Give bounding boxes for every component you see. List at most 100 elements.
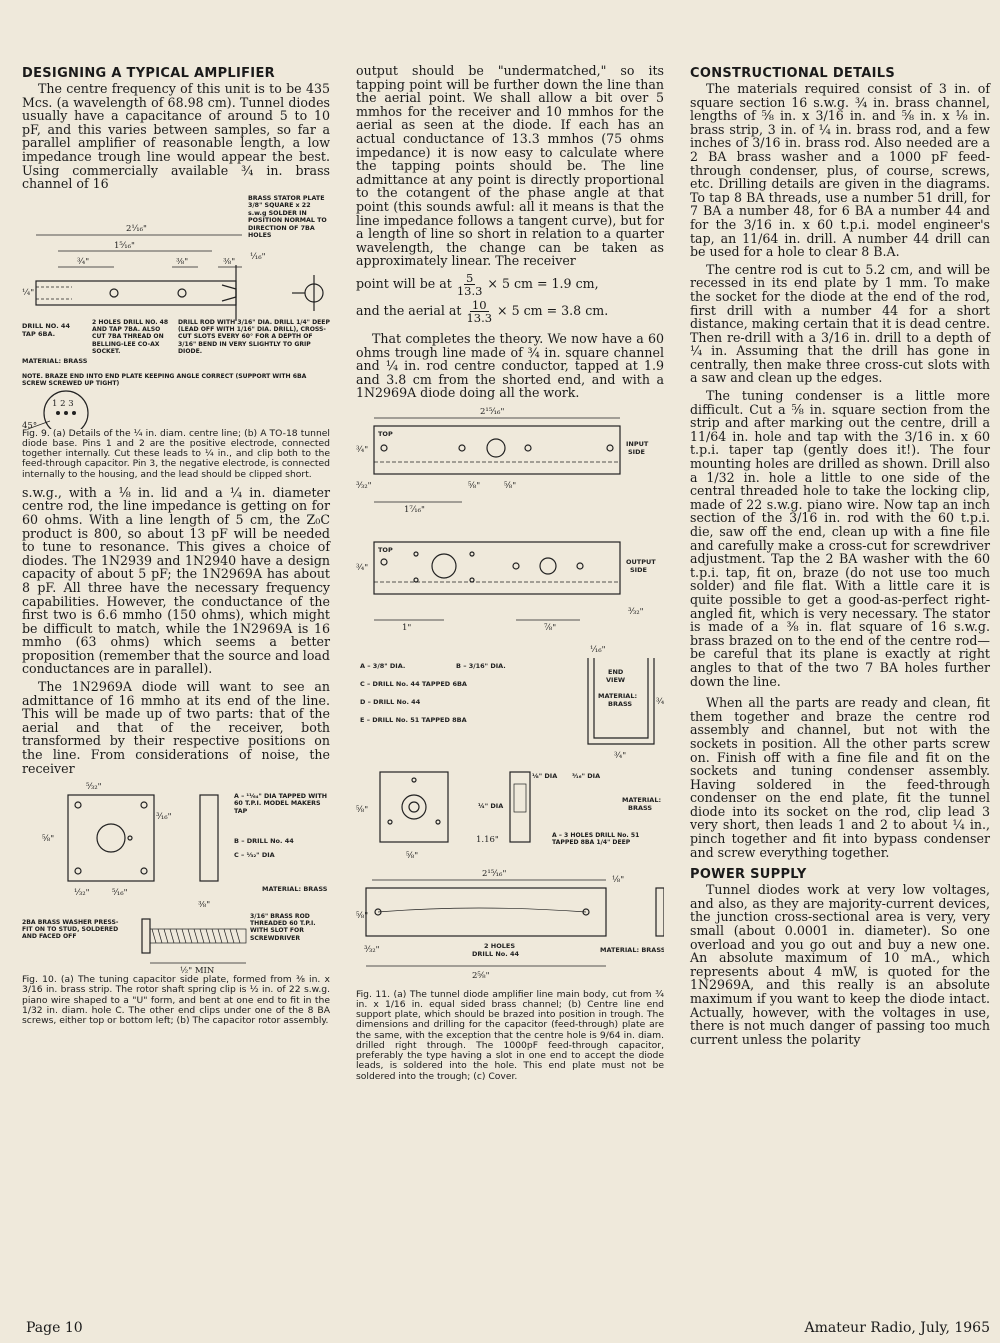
fig9-label-holes: 2 HOLES DRILL NO. 48 AND TAP 7BA. ALSO C… bbox=[92, 318, 169, 355]
fig11-mat-brass: MATERIAL:BRASS bbox=[622, 796, 661, 812]
fig11-dim-7-8: ⅞" bbox=[544, 623, 556, 633]
fig11-dim-len: 2¹⁵⁄₁₆" bbox=[480, 407, 504, 417]
fig10-dim-3-8: ⅜" bbox=[198, 900, 210, 910]
fig11-cover-len: 2¹⁵⁄₁₆" bbox=[482, 869, 506, 879]
col3-paragraph-4: When all the parts are ready and clean, … bbox=[690, 695, 990, 860]
column-3: CONSTRUCTIONAL DETAILS The materials req… bbox=[690, 64, 990, 1050]
footer-publication: Amateur Radio, July, 1965 bbox=[804, 1320, 990, 1336]
heading-constructional: CONSTRUCTIONAL DETAILS bbox=[690, 66, 895, 81]
fig11-dim-3-32: ³⁄₃₂" bbox=[356, 481, 372, 491]
fig11-dim-58b: ⅝" bbox=[504, 481, 516, 491]
col1-paragraph-2: s.w.g., with a ⅛ in. lid and a ¼ in. dia… bbox=[22, 484, 330, 677]
fig10-dim-3-16: ³⁄₁₆" bbox=[156, 812, 172, 822]
fig9-dim-2: ¾" bbox=[77, 256, 89, 267]
fig10-label-material: MATERIAL: BRASS bbox=[262, 885, 328, 893]
fig11-dia-18: ⅛" DIA bbox=[532, 772, 557, 780]
fig9-dim-4: ⅜" bbox=[223, 257, 235, 267]
eq1-den: 13.3 bbox=[456, 283, 483, 298]
column-2: output should be "undermatched," so its … bbox=[356, 64, 664, 1088]
fig11-end-dim-side: ¾" bbox=[656, 696, 664, 707]
fig11-legend-e: E – DRILL No. 51 TAPPED 8BA bbox=[360, 716, 467, 724]
fig11-dia-14: ¼" DIA bbox=[478, 802, 503, 810]
fig10-label-b: B – DRILL No. 44 bbox=[234, 837, 294, 845]
fig10-caption: Fig. 10. (a) The tuning capacitor side p… bbox=[22, 974, 330, 1027]
fig10-label-rod: 3/16" BRASS ROD THREADED 60 T.P.I. WITH … bbox=[250, 913, 316, 942]
fig11-end-dim-top: ⅟₁₆" bbox=[590, 645, 606, 655]
fig10-label-a: A – ¹¹⁄₆₄" DIA TAPPED WITH 60 T.P.I. MOD… bbox=[234, 793, 328, 816]
fig11-caption: Fig. 11. (a) The tunnel diode amplifier … bbox=[356, 988, 664, 1082]
col3-paragraph-2: The centre rod is cut to 5.2 cm, and wil… bbox=[690, 261, 990, 386]
fig9-stator-label: BRASS STATOR PLATE 3/8" SQUARE x 22 s.w.… bbox=[248, 194, 327, 239]
fig10-label-c: C – ¹⁄₃₂" DIA bbox=[234, 851, 275, 859]
fig11-b-dim-5-8-b: ⅝" bbox=[406, 851, 418, 861]
fig11-end-dim-bottom: ¾" bbox=[614, 750, 626, 761]
eq2-den: 13.3 bbox=[466, 310, 493, 325]
fig11-top-1: TOP bbox=[378, 430, 393, 438]
fig10-dim-1-32: ¹⁄₃₂" bbox=[74, 888, 90, 898]
column-1: DESIGNING A TYPICAL AMPLIFIER The centre… bbox=[22, 64, 330, 1032]
fig9-dim-6: ⅟₁₆" bbox=[250, 252, 266, 262]
eq2-num: 10 bbox=[469, 297, 489, 312]
col3-paragraph-3: The tuning condenser is a little more di… bbox=[690, 388, 990, 689]
eq1-fraction: 5 13.3 bbox=[455, 272, 485, 297]
fig11-cover-3-32: ³⁄₃₂" bbox=[364, 945, 380, 955]
heading-designing: DESIGNING A TYPICAL AMPLIFIER bbox=[22, 66, 275, 81]
fig11-dim-1: 1" bbox=[402, 623, 411, 633]
fig11-legend-b: B – 3/16" DIA. bbox=[456, 662, 506, 670]
fig11-cover-1-8: ⅛" bbox=[612, 875, 624, 885]
fig9-dim-5: ¼" bbox=[22, 287, 34, 298]
eq1-pre: point will be at bbox=[356, 276, 452, 292]
equation-receiver: point will be at 5 13.3 × 5 cm = 1.9 cm, bbox=[356, 272, 664, 297]
fig9-dim-top: 2⅟₁₆" bbox=[126, 224, 147, 234]
fig11-legend-d: D – DRILL No. 44 bbox=[360, 698, 421, 706]
fig11-legend-a: A – 3/8" DIA. bbox=[360, 662, 405, 670]
heading-power-supply: POWER SUPPLY bbox=[690, 867, 807, 883]
col3-paragraph-1: The materials required consist of 3 in. … bbox=[690, 81, 990, 260]
fig10-label-washer: 2BA BRASS WASHER PRESS-FIT ON TO STUD, S… bbox=[22, 919, 119, 941]
fig11-dim-34-b: ¾" bbox=[356, 562, 368, 573]
fig11-dim-1-7-16: 1⁷⁄₁₆" bbox=[404, 505, 425, 515]
footer-page-number: Page 10 bbox=[26, 1320, 83, 1336]
eq2-fraction: 10 13.3 bbox=[464, 299, 494, 324]
fig11-cover-5-8: ⅝" bbox=[356, 911, 368, 921]
fig11-dim-3-32-b: ³⁄₃₂" bbox=[628, 607, 644, 617]
fig11-holes-a: A – 3 HOLES DRILL No. 51 TAPPED 8BA 1/4"… bbox=[552, 831, 640, 847]
fig10-dim-5-8: ⅝" bbox=[42, 834, 54, 844]
fig9-pins: 1 2 3 bbox=[52, 399, 74, 409]
fig9-label-note: NOTE. BRAZE END INTO END PLATE KEEPING A… bbox=[22, 372, 307, 387]
fig11-b-dim-5-8: ⅝" bbox=[356, 805, 368, 815]
fig11-dim-1-16: 1.16" bbox=[476, 835, 499, 845]
fig11-legend-c: C – DRILL No. 44 TAPPED 6BA bbox=[360, 680, 467, 688]
fig11-cover-material: MATERIAL: BRASS bbox=[600, 946, 664, 954]
fig9-caption: Fig. 9. (a) Details of the ¼ in. diam. c… bbox=[22, 427, 330, 480]
fig9-dim-1: 1⁵⁄₁₆" bbox=[114, 241, 135, 251]
col2-paragraph-1: output should be "undermatched," so its … bbox=[356, 63, 664, 269]
fig11-dia-316: ³⁄₁₆" DIA bbox=[572, 772, 600, 780]
fig11-cover-total: 2⅝" bbox=[472, 971, 490, 981]
figure-9-drawing: BRASS STATOR PLATE 3/8" SQUARE x 22 s.w.… bbox=[22, 195, 330, 429]
figure-9: BRASS STATOR PLATE 3/8" SQUARE x 22 s.w.… bbox=[22, 195, 330, 480]
col1-paragraph-3: The 1N2969A diode will want to see an ad… bbox=[22, 679, 330, 776]
figure-10-drawing: ⁵⁄₃₂" ⅝" ³⁄₁₆" ¹⁄₃₂" ⁵⁄₁₆" ⅜" A – ¹¹⁄₆₄"… bbox=[22, 782, 328, 975]
fig11-end-material: MATERIAL:BRASS bbox=[598, 692, 637, 708]
fig10-dim-5-16: ⁵⁄₁₆" bbox=[112, 888, 128, 898]
fig11-top-2: TOP bbox=[378, 546, 393, 554]
col1-paragraph-1: The centre frequency of this unit is to … bbox=[22, 81, 330, 192]
col3-paragraph-5: Tunnel diodes work at very low voltages,… bbox=[690, 882, 990, 1047]
fig11-dim-34: ¾" bbox=[356, 444, 368, 455]
fig10-dim-5-32: ⁵⁄₃₂" bbox=[86, 782, 102, 792]
fig11-dim-58a: ⅝" bbox=[468, 481, 480, 491]
fig9-label-material: MATERIAL: BRASS bbox=[22, 357, 88, 365]
col2-paragraph-2: That completes the theory. We now have a… bbox=[356, 330, 664, 401]
fig10-dim-min: ½" MIN bbox=[180, 965, 215, 975]
fig9-angle: 45° bbox=[22, 421, 37, 429]
fig9-dim-3: ⅜" bbox=[176, 257, 188, 267]
eq1-num: 5 bbox=[463, 270, 476, 285]
eq2-post: × 5 cm = 3.8 cm. bbox=[497, 303, 609, 319]
